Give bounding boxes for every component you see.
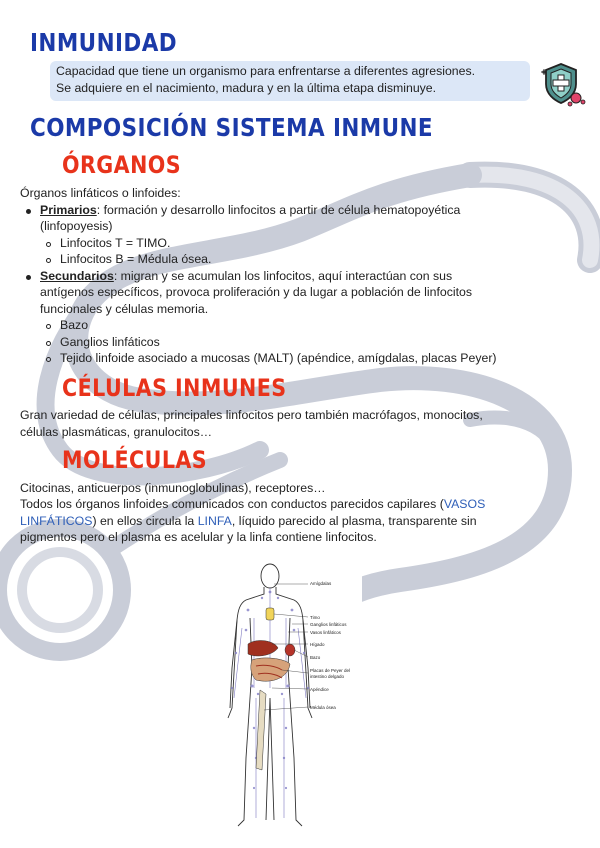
moleculas-heading: MOLÉCULAS: [62, 446, 208, 474]
definition-line-2: Se adquiere en el nacimiento, madura y e…: [56, 81, 437, 95]
vasos-term: VASOS: [443, 497, 486, 511]
bullet-dot: [26, 209, 31, 214]
label-apendice: Apéndice: [310, 687, 329, 692]
label-placas-1: Placas de Peyer del: [310, 668, 351, 673]
label-timo: Timo: [310, 615, 320, 620]
bullet-circle: [46, 357, 51, 362]
organos-heading: ÓRGANOS: [62, 151, 182, 179]
definition-line-1: Capacidad que tiene un organismo para en…: [56, 64, 476, 78]
bullet-circle: [46, 242, 51, 247]
primarios-line-1: Primarios: formación y desarrollo linfoc…: [40, 202, 460, 219]
label-ganglios: Ganglios linfáticos: [310, 622, 347, 627]
moleculas-line-3: LINFÁTICOS) en ellos circula la LINFA, l…: [20, 513, 477, 530]
celulas-line-2: células plasmáticas, granulocitos…: [20, 425, 213, 439]
primarios-line-2: (linfopoyesis): [40, 219, 113, 233]
secundarios-line-3: funcionales y células memoria.: [40, 302, 209, 316]
secundarios-term: Secundarios: [40, 269, 114, 283]
organos-intro: Órganos linfáticos o linfoides:: [20, 186, 181, 200]
bullet-circle: [46, 258, 51, 263]
bullet-circle: [46, 324, 51, 329]
secundarios-line-1: Secundarios: migran y se acumulan los li…: [40, 268, 452, 285]
list-item: Tejido linfoide asociado a mucosas (MALT…: [60, 351, 497, 365]
moleculas-line-1: Citocinas, anticuerpos (inmunoglobulinas…: [20, 481, 326, 495]
label-vasos: Vasos linfáticos: [310, 630, 341, 635]
label-higado: Hígado: [310, 642, 325, 647]
primarios-text: : formación y desarrollo linfocitos a pa…: [96, 203, 461, 217]
bullet-circle: [46, 341, 51, 346]
label-medula: Médula ósea: [310, 705, 336, 710]
section-title: COMPOSICIÓN SISTEMA INMUNE: [30, 113, 434, 142]
list-item: Bazo: [60, 318, 89, 332]
list-item: Linfocitos B = Médula ósea.: [60, 252, 212, 266]
primarios-term: Primarios: [40, 203, 97, 217]
label-amigdalas: Amígdalas: [310, 581, 332, 586]
bullet-dot: [26, 275, 31, 280]
celulas-line-1: Gran variedad de células, principales li…: [20, 408, 483, 422]
list-item: Linfocitos T = TIMO.: [60, 236, 171, 250]
moleculas-text: ) en ellos circula la: [92, 514, 198, 528]
stethoscope-illustration: [0, 161, 600, 672]
label-bazo: Bazo: [310, 655, 321, 660]
lymphatic-diagram: Amígdalas Timo Ganglios linfáticos Vasos…: [212, 558, 362, 830]
virus-shield-icon: [541, 63, 586, 107]
celulas-heading: CÉLULAS INMUNES: [62, 374, 287, 402]
moleculas-line-4: pigmentos pero el plasma es acelular y l…: [20, 530, 377, 544]
definition-box: [50, 61, 530, 101]
secundarios-text: : migran y se acumulan los linfocitos, a…: [113, 269, 453, 283]
human-body-figure: [227, 563, 313, 827]
secundarios-line-2: antígenos específicos, provoca prolifera…: [40, 285, 473, 299]
page-title: INMUNIDAD: [30, 28, 178, 57]
linfa-term: LINFA: [197, 514, 232, 528]
moleculas-line-2: Todos los órganos linfoides comunicados …: [20, 496, 485, 513]
moleculas-text: Todos los órganos linfoides comunicados …: [20, 497, 444, 511]
moleculas-text: , líquido parecido al plasma, transparen…: [231, 514, 477, 528]
list-item: Ganglios linfáticos: [60, 335, 160, 349]
label-placas-2: intestino delgado: [310, 674, 345, 679]
linfaticos-term: LINFÁTICOS: [20, 514, 93, 528]
